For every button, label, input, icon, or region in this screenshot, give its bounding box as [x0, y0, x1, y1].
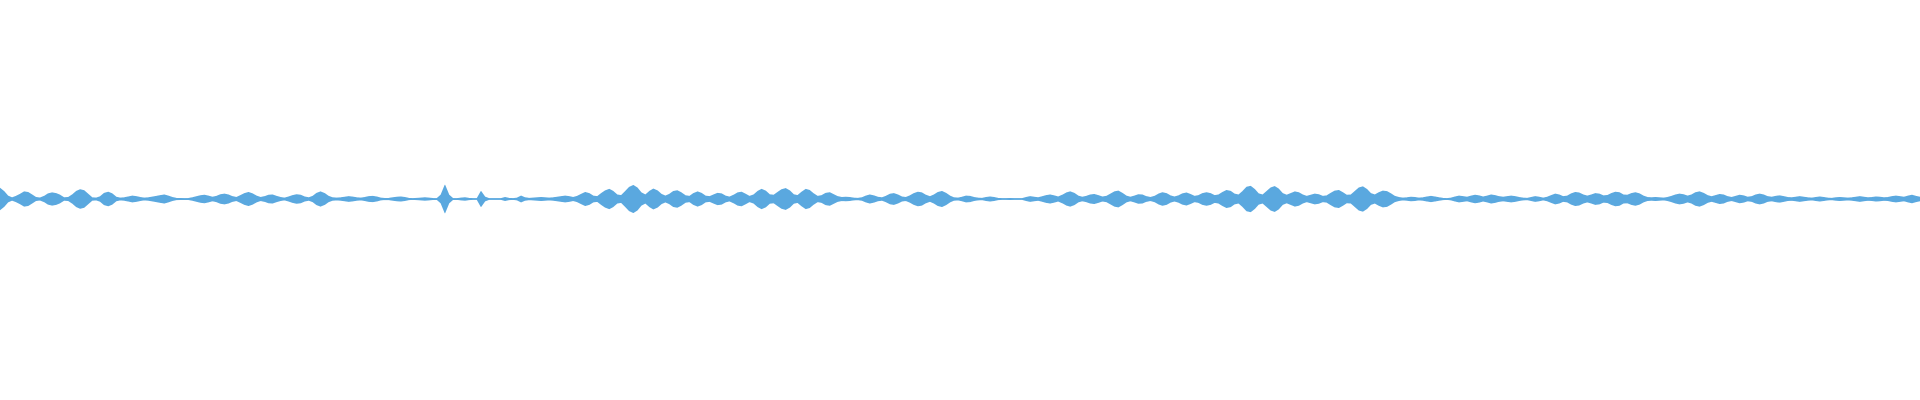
- waveform-shape: [0, 184, 1920, 214]
